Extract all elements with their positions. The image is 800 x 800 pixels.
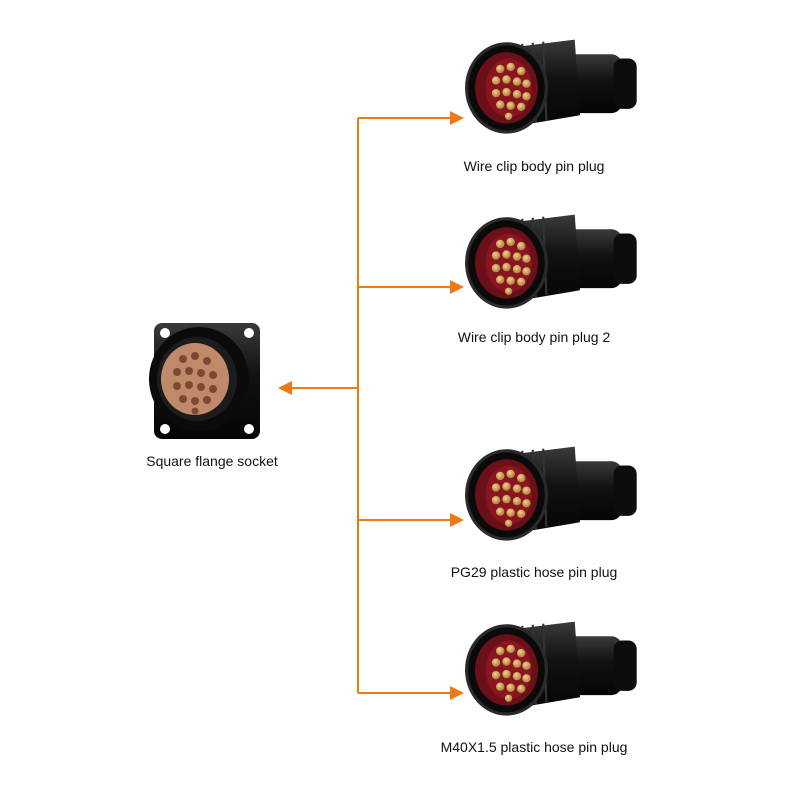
plug-image-3: [465, 445, 639, 541]
arrow-right-icon: [450, 280, 464, 294]
socket-label: Square flange socket: [146, 453, 278, 469]
arrow-left-icon: [278, 381, 292, 395]
arrow-right-icon: [450, 686, 464, 700]
plug-image-2: [465, 213, 639, 309]
connector-lines: [290, 117, 452, 694]
plug-image-1: [465, 38, 639, 134]
plug-image-4: [465, 620, 639, 716]
arrow-right-icon: [450, 513, 464, 527]
plug-label-1: Wire clip body pin plug: [463, 158, 605, 174]
arrow-right-icon: [450, 111, 464, 125]
plug-label-2: Wire clip body pin plug 2: [457, 329, 611, 345]
plug-label-3: PG29 plastic hose pin plug: [450, 564, 618, 580]
arrowheads: [278, 111, 464, 700]
square-flange-socket-image: [149, 323, 260, 439]
plug-label-4: M40X1.5 plastic hose pin plug: [440, 739, 628, 755]
